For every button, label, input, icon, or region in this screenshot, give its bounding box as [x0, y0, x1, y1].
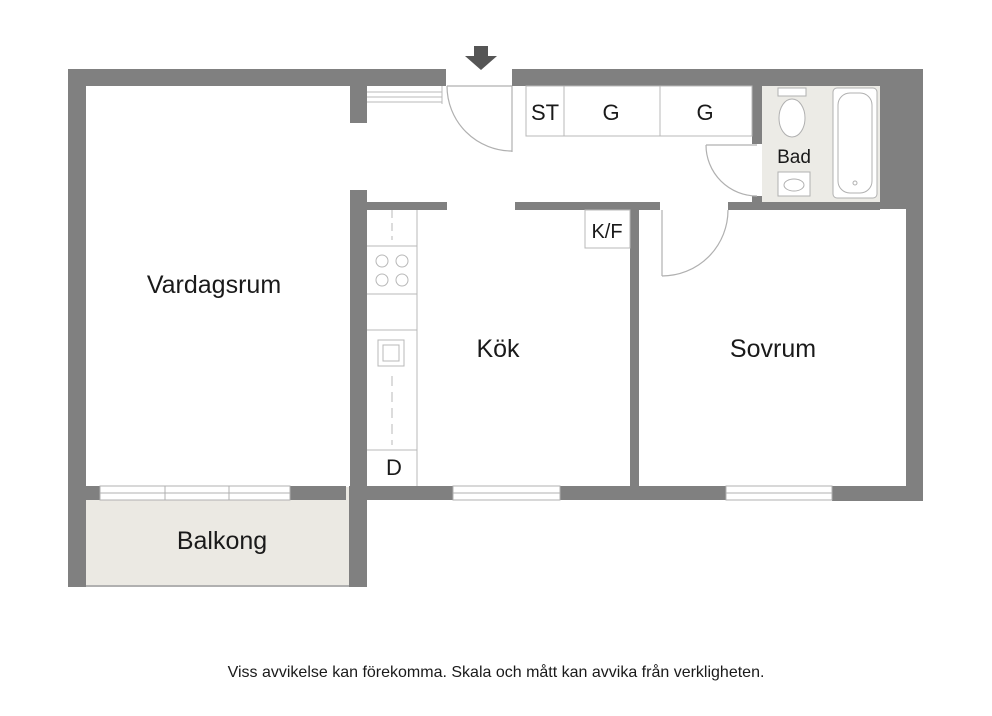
- wall-top-right: [512, 69, 923, 86]
- stove-burner-3: [375, 273, 389, 287]
- label-dishwasher: D: [386, 455, 402, 480]
- room-label-kok: Kök: [476, 335, 520, 363]
- wall-corridor-stub: [350, 86, 367, 123]
- bath-door-arc: [705, 144, 758, 197]
- label-wardrobe-g1: G: [602, 100, 619, 125]
- room-label-vardagsrum: Vardagsrum: [147, 271, 281, 299]
- entry-door-arc: [446, 85, 513, 152]
- wall-hall-sov: [728, 202, 880, 210]
- wall-bath-left: [752, 86, 762, 144]
- stove-burner-4: [395, 273, 409, 287]
- label-storage-st: ST: [531, 100, 559, 125]
- room-label-balkong: Balkong: [177, 527, 267, 555]
- wall-balcony-right: [349, 486, 367, 587]
- fridge-freezer-box: [584, 209, 631, 249]
- storage-block: [525, 85, 753, 137]
- walls: [68, 69, 923, 587]
- label-wardrobe-g2: G: [696, 100, 713, 125]
- room-label-bad: Bad: [777, 147, 811, 168]
- stove-burner-2: [395, 254, 409, 268]
- windows: [99, 485, 833, 501]
- label-fridge-freezer: K/F: [591, 221, 622, 243]
- doors: [446, 85, 758, 277]
- kitchen-counter: [367, 210, 418, 486]
- disclaimer-text: Viss avvikelse kan förekomma. Skala och …: [227, 664, 765, 681]
- wall-kok-sov: [630, 210, 639, 500]
- toilet-bowl: [778, 98, 806, 138]
- wall-left: [68, 69, 86, 587]
- bathroom-fixtures: [777, 87, 878, 199]
- hat-shelf: [367, 86, 443, 104]
- toilet-tank: [777, 87, 807, 97]
- wall-top-left: [68, 69, 446, 86]
- wall-bottom-left: [86, 486, 100, 500]
- wall-hall-kok-b: [515, 202, 660, 210]
- wall-bath-right: [880, 86, 906, 209]
- wall-right: [906, 69, 923, 501]
- wall-bottom-kok-b: [560, 486, 726, 500]
- wall-bottom-mid: [290, 486, 346, 500]
- sovrum-door-arc: [661, 209, 729, 277]
- wall-bottom-kok-a: [349, 486, 453, 500]
- wall-bottom-sov: [832, 486, 923, 501]
- kitchen-sink: [377, 339, 405, 367]
- wall-hall-kok-a: [367, 202, 447, 210]
- wall-bath-left-low: [752, 196, 762, 210]
- room-label-sovrum: Sovrum: [730, 335, 816, 363]
- storage-units: [525, 85, 753, 137]
- balcony-floor: [86, 487, 349, 585]
- entrance-arrow-icon: [465, 46, 497, 70]
- stove-burner-1: [375, 254, 389, 268]
- wall-vardag-kok: [350, 190, 367, 500]
